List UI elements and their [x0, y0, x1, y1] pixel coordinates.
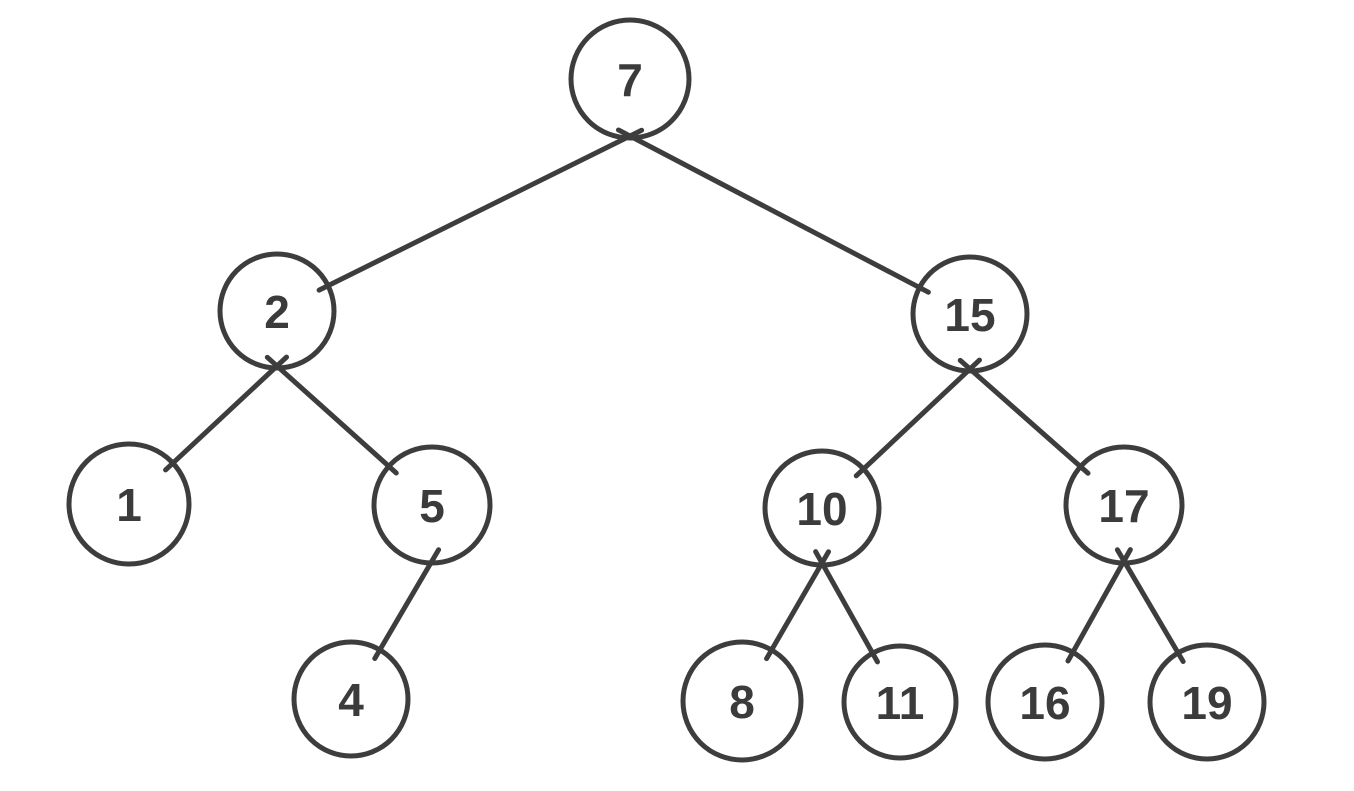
tree-node-label-17: 17 [1098, 480, 1149, 532]
tree-edge-10-8 [764, 549, 832, 662]
tree-node-label-7: 7 [617, 54, 643, 106]
tree-node-label-11: 11 [876, 677, 925, 729]
tree-edge-15-10 [853, 357, 982, 479]
tree-node-8 [680, 639, 804, 763]
tree-edge-15-17 [957, 357, 1091, 476]
tree-node-label-16: 16 [1019, 677, 1070, 729]
tree-edge-17-16 [1065, 547, 1133, 664]
tree-node-label-19: 19 [1181, 677, 1232, 729]
tree-node-16 [985, 642, 1105, 762]
tree-node-label-8: 8 [729, 676, 755, 728]
tree-node-19 [1147, 642, 1267, 762]
tree-edge-7-2 [316, 127, 645, 293]
tree-edge-2-5 [264, 354, 399, 476]
tree-node-label-1: 1 [116, 479, 142, 531]
tree-node-label-2: 2 [264, 286, 290, 338]
tree-node-label-10: 10 [796, 483, 847, 535]
tree-edge-10-11 [813, 549, 880, 665]
tree-node-11 [841, 643, 959, 761]
tree-node-label-15: 15 [944, 289, 995, 341]
tree-edge-17-19 [1114, 547, 1186, 664]
tree-node-1 [66, 441, 192, 567]
tree-edge-5-4 [372, 547, 442, 661]
tree-node-label-4: 4 [338, 674, 364, 726]
tree-edge-7-15 [615, 127, 931, 295]
tree-edge-2-1 [163, 354, 290, 473]
tree-node-label-5: 5 [419, 480, 445, 532]
tree-node-4 [291, 639, 411, 759]
